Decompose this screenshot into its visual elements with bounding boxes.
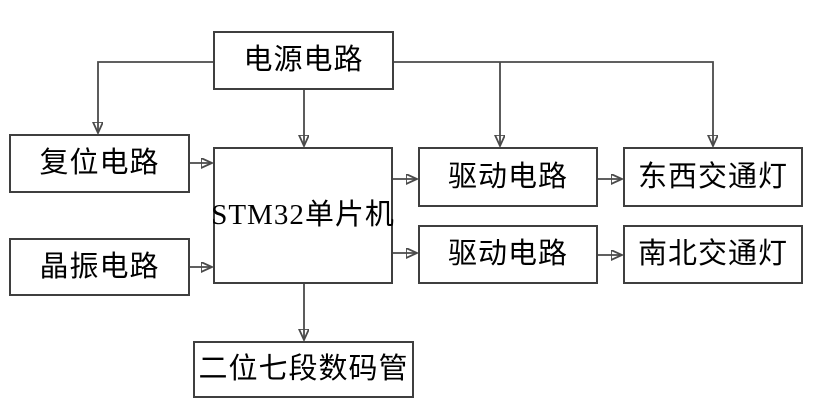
node-driver-circuit-bottom: 驱动电路 — [418, 225, 598, 284]
node-stm32-mcu-label: STM32单片机 — [211, 199, 395, 231]
node-reset-circuit-label: 复位电路 — [39, 147, 160, 179]
node-east-west-traffic-light-label: 东西交通灯 — [637, 160, 788, 193]
node-north-south-traffic-light-label: 南北交通灯 — [637, 238, 788, 270]
node-crystal-oscillator-circuit: 晶振电路 — [9, 238, 190, 296]
node-power-circuit-label: 电源电路 — [243, 44, 364, 76]
node-driver-circuit-bottom-label: 驱动电路 — [447, 238, 568, 270]
node-two-digit-seven-segment-display-label: 二位七段数码管 — [198, 353, 409, 385]
connector-power-to-ew-light — [394, 61, 713, 145]
node-stm32-mcu: STM32单片机 — [211, 147, 395, 284]
node-power-circuit: 电源电路 — [213, 31, 394, 90]
connector-power-to-reset — [98, 61, 213, 132]
node-crystal-oscillator-circuit-label: 晶振电路 — [39, 250, 160, 283]
node-reset-circuit: 复位电路 — [9, 134, 190, 193]
node-driver-circuit-top-label: 驱动电路 — [447, 160, 568, 193]
node-north-south-traffic-light: 南北交通灯 — [623, 225, 803, 284]
node-east-west-traffic-light: 东西交通灯 — [623, 147, 803, 207]
node-driver-circuit-top: 驱动电路 — [418, 147, 598, 207]
node-two-digit-seven-segment-display: 二位七段数码管 — [193, 341, 414, 398]
